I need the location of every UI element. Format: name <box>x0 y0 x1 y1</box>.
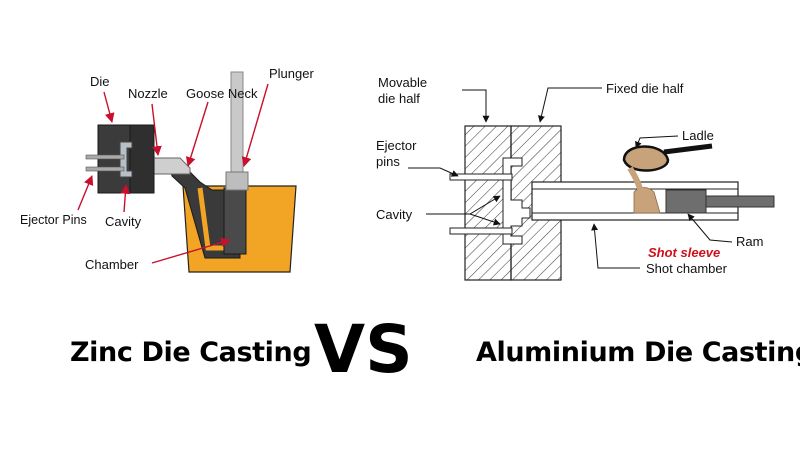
label-ram: Ram <box>736 234 763 249</box>
ladle-pour <box>627 166 645 197</box>
label-chamber: Chamber <box>85 257 139 272</box>
label-shot-sleeve: Shot sleeve <box>648 245 720 260</box>
plunger-head <box>225 171 249 191</box>
label-cavity: Cavity <box>376 207 413 222</box>
al-ejector-pin-bottom <box>449 227 513 235</box>
die-right-half <box>129 124 155 194</box>
label-nozzle: Nozzle <box>128 86 168 101</box>
label-shot-chamber: Shot chamber <box>646 261 728 276</box>
label-ejector-2: pins <box>376 154 400 169</box>
zinc-diagram: Die Nozzle Goose Neck Plunger Ejector Pi… <box>20 66 314 273</box>
ladle-handle <box>663 143 713 155</box>
label-cavity: Cavity <box>105 214 142 229</box>
label-goose-neck: Goose Neck <box>186 86 258 101</box>
label-ladle: Ladle <box>682 128 714 143</box>
vs-text: VS <box>314 311 413 388</box>
ejector-pin-bottom <box>85 166 125 172</box>
ram-head <box>665 189 707 214</box>
title-aluminium: Aluminium Die Casting <box>476 337 800 368</box>
label-ejector-1: Ejector <box>376 138 417 153</box>
chamber-box <box>223 187 247 255</box>
label-movable-2: die half <box>378 91 420 106</box>
aluminium-diagram: Movable die half Fixed die half Ejector … <box>376 75 775 281</box>
label-ejector-pins: Ejector Pins <box>20 213 87 227</box>
label-movable-1: Movable <box>378 75 427 90</box>
ladle-bowl <box>622 145 670 172</box>
al-ejector-pin-top <box>449 173 513 181</box>
label-fixed-die-half: Fixed die half <box>606 81 684 96</box>
ram-rod <box>705 195 775 208</box>
label-die: Die <box>90 74 110 89</box>
nozzle <box>149 157 191 175</box>
title-zinc: Zinc Die Casting <box>70 337 311 368</box>
ejector-pin-top <box>85 154 125 160</box>
label-plunger: Plunger <box>269 66 314 81</box>
